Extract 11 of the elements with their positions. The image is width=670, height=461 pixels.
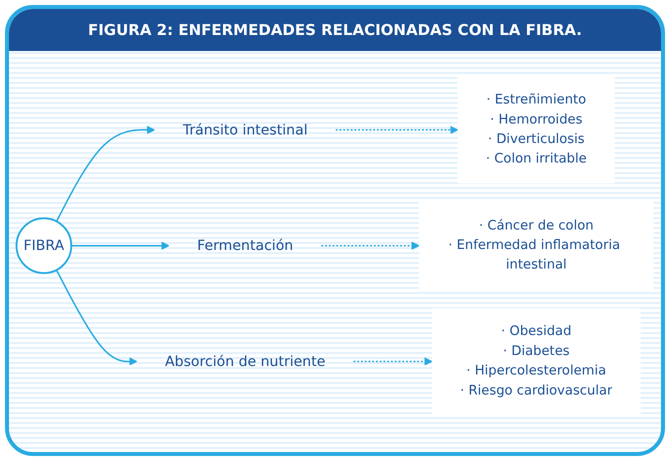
arrow: [354, 358, 432, 366]
arrow: [56, 126, 156, 222]
node-text: Tránsito intestinal: [182, 122, 308, 138]
arrow: [336, 126, 458, 134]
arrow: [321, 242, 420, 250]
title-banner: FIGURA 2: ENFERMEDADES RELACIONADAS CON LA FIBRA.: [9, 9, 661, 51]
arrow: [56, 270, 138, 366]
arrow: [71, 242, 170, 250]
node-text: Fermentación: [197, 237, 294, 254]
node-circle: FIBRA: [16, 218, 72, 274]
node-text: Absorción de nutriente: [165, 353, 326, 370]
